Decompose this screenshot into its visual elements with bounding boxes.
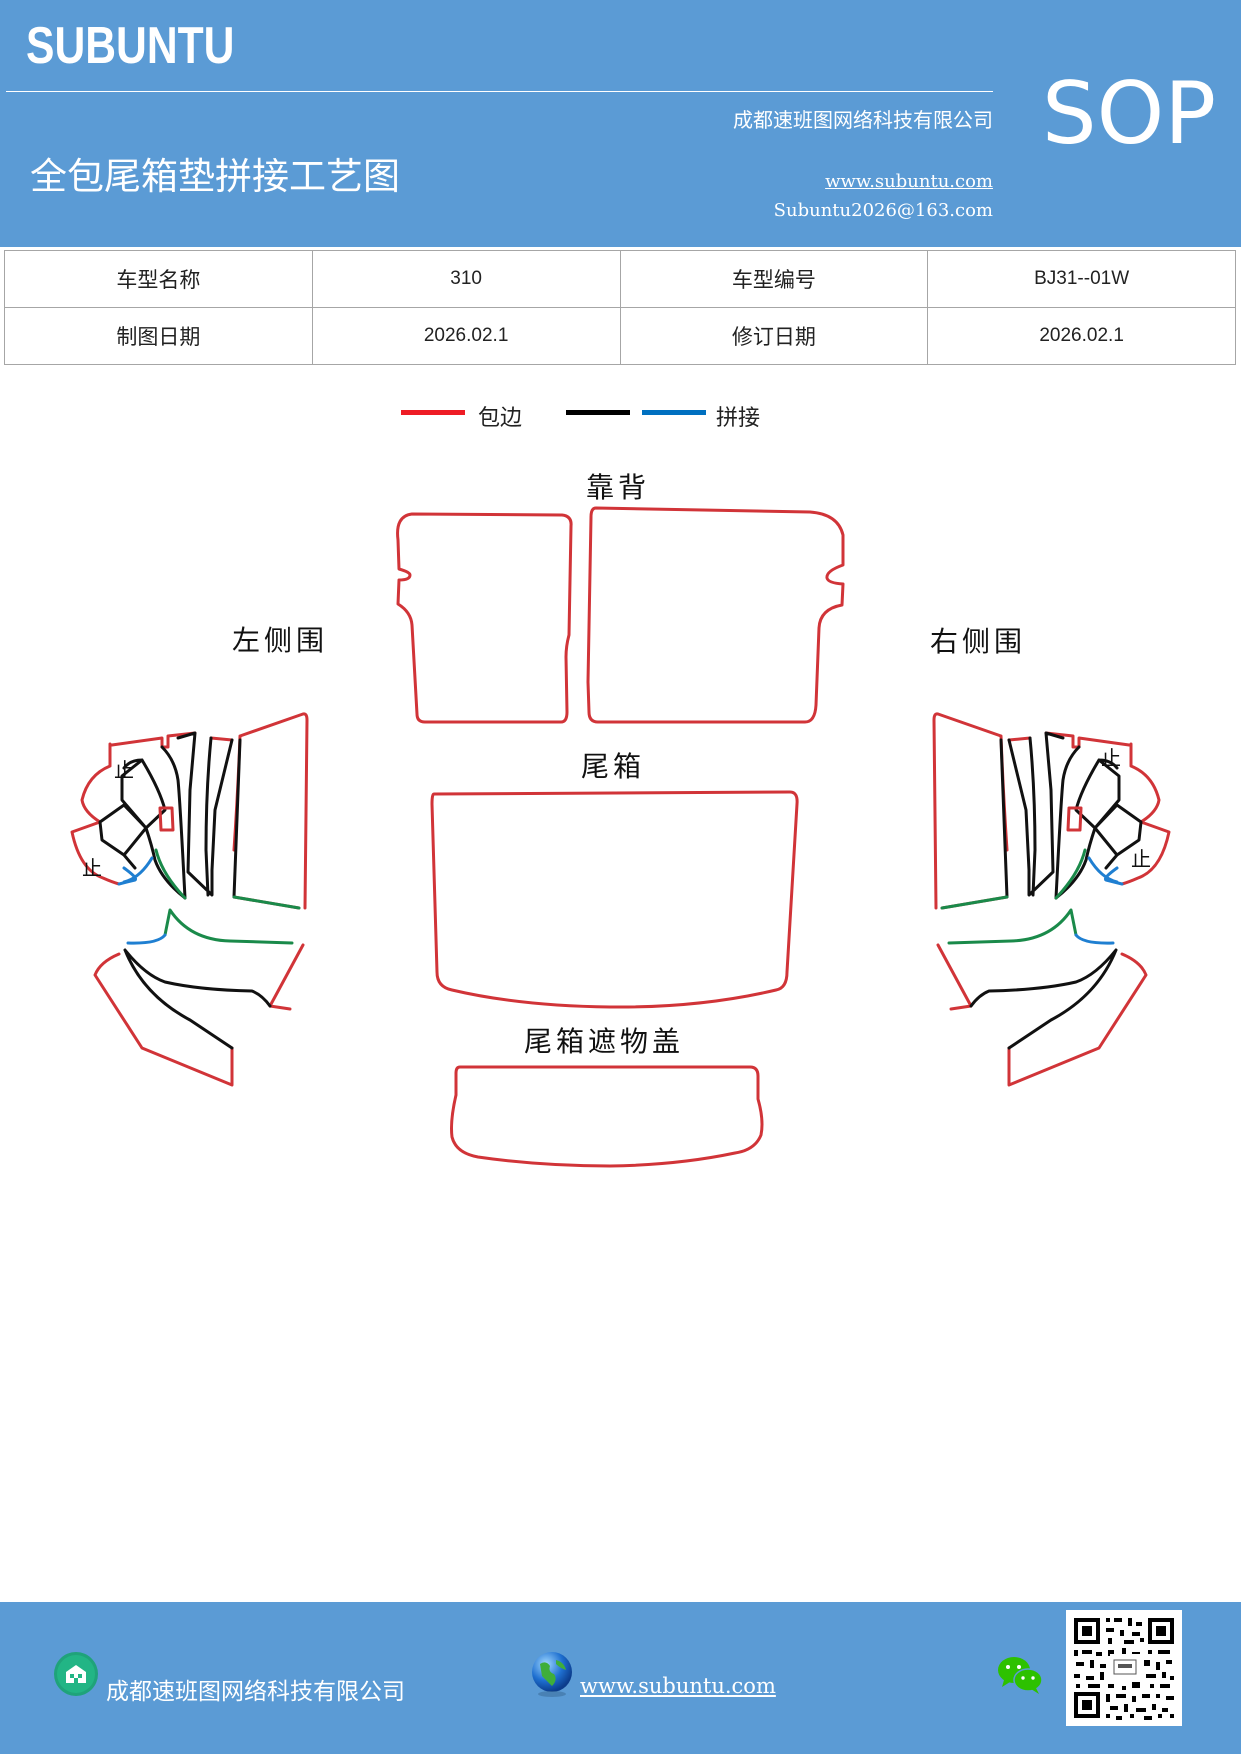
right-stop-label-top: 止 [1101,746,1121,770]
right-side-green-seams [940,848,1087,945]
trunk-floor-panel [430,790,799,1009]
right-side-lower-seam [969,948,1118,1050]
website-link[interactable]: www.subuntu.com [825,171,993,192]
left-side-blue-seams [117,856,167,945]
left-stop-label-bottom: 止 [82,856,102,880]
right-side-label: 右侧围 [930,625,1026,658]
trunk-label: 尾箱 [581,750,645,783]
left-side-label: 左侧围 [232,624,328,657]
model-name-label: 车型名称 [4,250,313,308]
model-code-value: BJ31--01W [927,250,1236,308]
draw-date-label: 制图日期 [4,307,313,365]
table-row: 车型名称 310 车型编号 BJ31--01W [4,250,1236,308]
draw-date-value: 2026.02.1 [311,307,621,365]
model-name-value: 310 [311,250,621,308]
footer-company-name: 成都速班图网络科技有限公司 [106,1679,405,1705]
left-side-edge-lower [93,895,305,1087]
globe-icon [532,1652,572,1697]
backrest-left-panel [396,512,573,724]
company-name: 成都速班图网络科技有限公司 [733,108,993,132]
legend-seam-swatch [566,410,630,415]
trunk-cover-panel [450,1065,764,1168]
qr-code-icon [1066,1610,1182,1726]
revise-date-value: 2026.02.1 [927,307,1236,365]
right-side-wall [932,712,1171,1087]
sop-badge: SOP [1042,64,1217,164]
right-side-blue-seams [1074,856,1124,945]
left-side-green-seams [154,848,301,945]
legend-join-label: 拼接 [716,406,761,431]
table-row: 制图日期 2026.02.1 修订日期 2026.02.1 [4,307,1236,365]
brand-logo: SUBUNTU [26,17,235,75]
backrest-right-panel [586,506,845,724]
model-code-label: 车型编号 [619,250,929,308]
right-side-seams [999,731,1143,900]
header-divider [6,91,993,92]
legend-edge-label: 包边 [478,406,523,431]
cover-label: 尾箱遮物盖 [524,1025,684,1058]
footer-website-link[interactable]: www.subuntu.com [580,1674,776,1698]
right-stop-label-bottom: 止 [1131,847,1151,871]
left-side-lower-seam [123,948,272,1050]
left-side-small-slot [158,806,175,832]
wechat-icon [998,1657,1043,1694]
right-side-edge-lower [936,895,1148,1087]
left-side-seams [98,731,242,900]
building-icon [54,1652,98,1696]
document-title: 全包尾箱垫拼接工艺图 [30,155,400,198]
header-banner: SUBUNTU 成都速班图网络科技有限公司 全包尾箱垫拼接工艺图 www.sub… [0,0,1241,247]
revise-date-label: 修订日期 [619,307,929,365]
backrest-label: 靠背 [586,471,650,504]
vehicle-info-table: 车型名称 310 车型编号 BJ31--01W 制图日期 2026.02.1 修… [4,250,1236,365]
legend: 包边 拼接 [0,398,1241,438]
email-address: Subuntu2026@163.com [773,200,993,221]
right-side-small-slot [1066,806,1083,832]
legend-edge-swatch [401,410,465,415]
left-side-wall: 止 止 [70,712,309,1087]
left-stop-label-top: 止 [114,758,134,782]
legend-join-swatch [642,410,706,415]
footer-banner: 成都速班图网络科技有限公司 www.subuntu.com [0,1602,1241,1754]
trunk-mat-diagram: 靠背 左侧围 右侧围 尾箱 尾箱遮物盖 止 止 [70,471,1171,1168]
